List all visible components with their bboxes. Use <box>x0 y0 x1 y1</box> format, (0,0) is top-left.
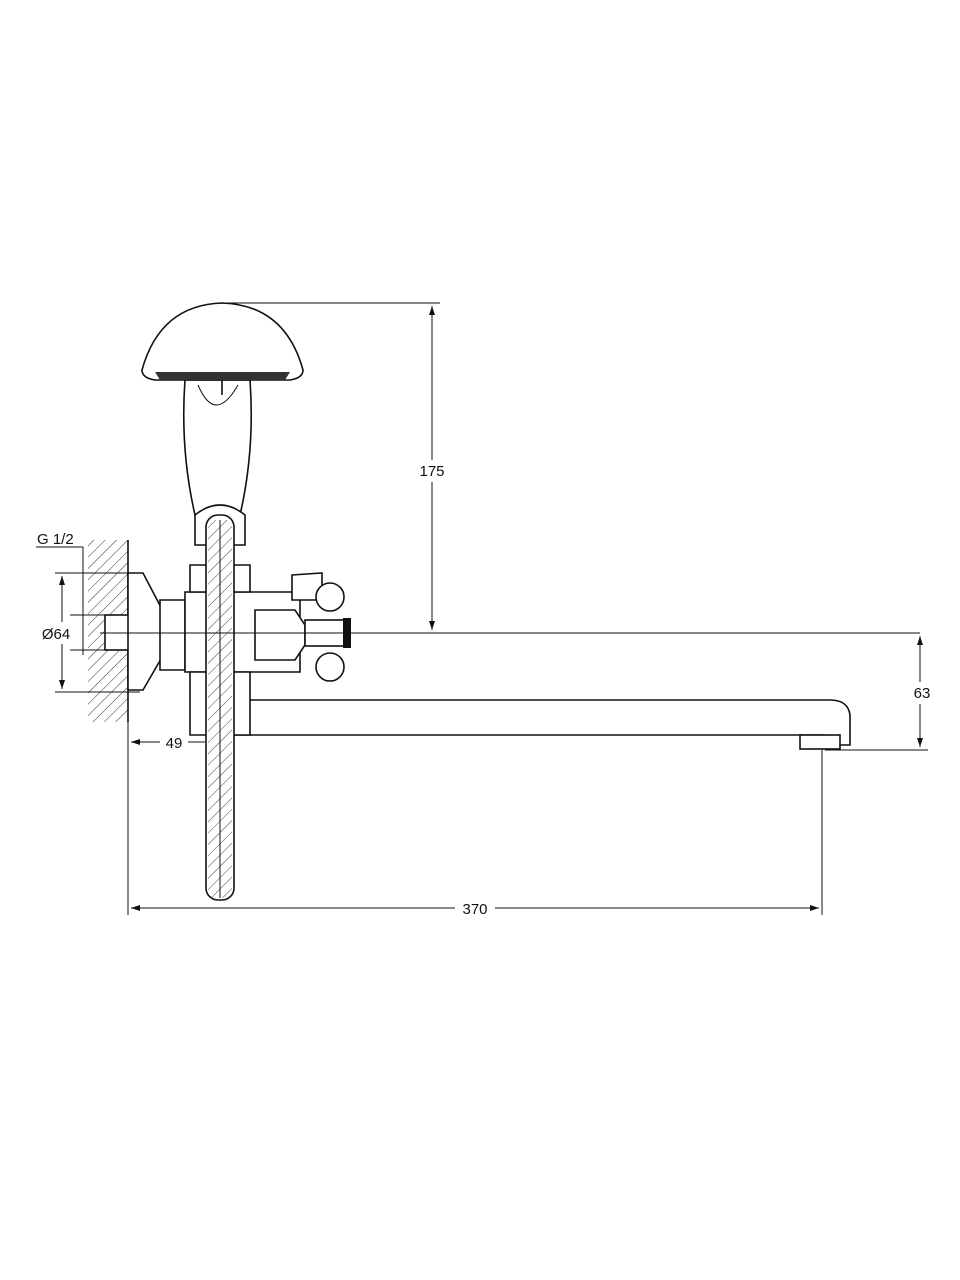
hand-shower <box>141 302 304 546</box>
handle-knob-top <box>315 582 345 612</box>
shower-hose <box>205 514 235 901</box>
handle-knob-bottom <box>315 652 345 682</box>
dim-diameter-label: Ø64 <box>42 626 70 643</box>
dim-370-label: 370 <box>462 901 487 918</box>
dim-49-label: 49 <box>166 735 183 752</box>
dim-175-label: 175 <box>419 463 444 480</box>
dimensions: 175 63 370 49 Ø64 G 1/2 <box>36 302 936 918</box>
thread-label: G 1/2 <box>37 531 74 548</box>
dim-63-label: 63 <box>914 685 931 702</box>
spout <box>234 699 851 750</box>
